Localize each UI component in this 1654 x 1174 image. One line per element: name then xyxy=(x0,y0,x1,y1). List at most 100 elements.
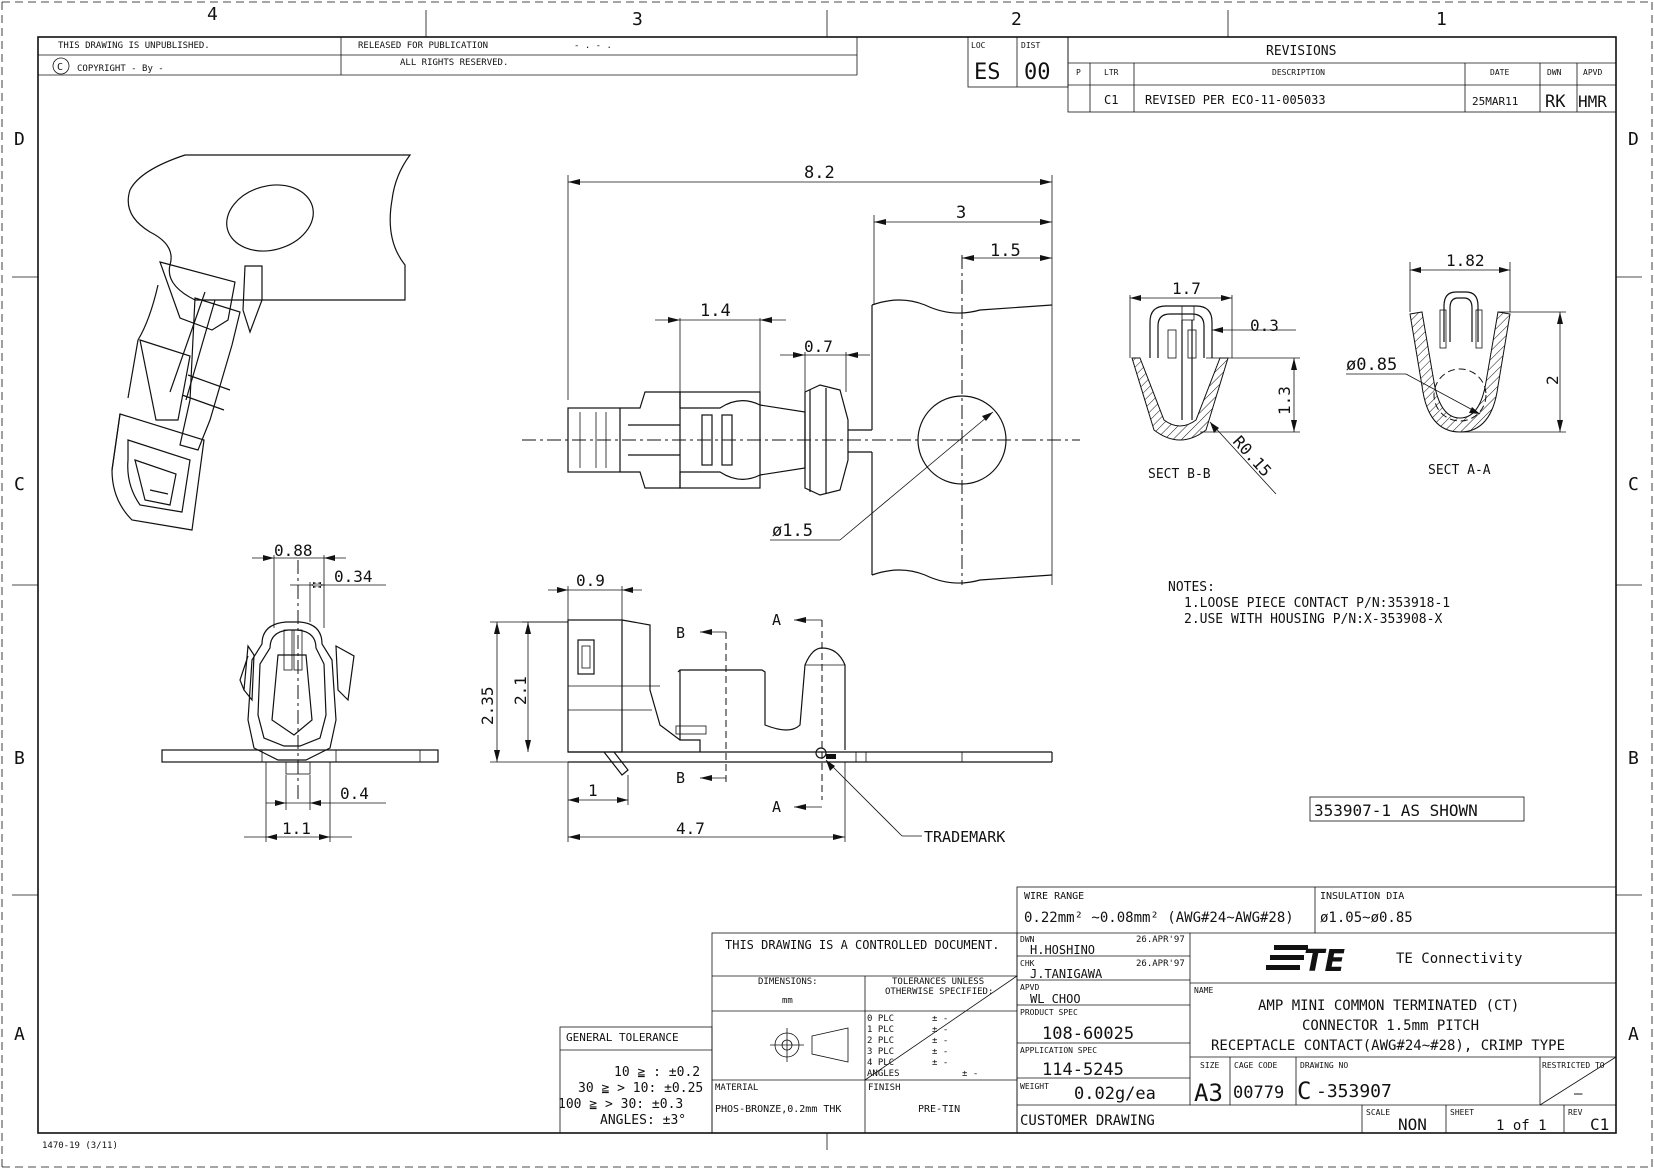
dim-1-3: 1.3 xyxy=(1275,386,1294,415)
insulation-label: INSULATION DIA xyxy=(1320,891,1404,902)
notes: NOTES: 1.LOOSE PIECE CONTACT P/N:353918-… xyxy=(1168,580,1450,627)
rev-header-apvd: APVD xyxy=(1583,68,1602,77)
released-text: RELEASED FOR PUBLICATION xyxy=(358,41,488,51)
plc-1: 1 PLC xyxy=(867,1025,894,1035)
copyright-symbol: C xyxy=(57,62,63,73)
zone-row-d-right: D xyxy=(1628,129,1639,150)
dim-1-4: 1.4 xyxy=(700,301,731,321)
rev-header-dwn: DWN xyxy=(1547,68,1562,77)
dim-r0-15: R0.15 xyxy=(1229,432,1275,481)
drawing-no: -353907 xyxy=(1316,1081,1392,1102)
dim-1-1: 1.1 xyxy=(282,819,311,838)
plc-3: 3 PLC xyxy=(867,1047,894,1057)
loc-label: LOC xyxy=(971,41,986,50)
apvd-label: APVD xyxy=(1020,983,1039,992)
section-a-a: 1.82 ø0.85 2 SECT A-A xyxy=(1346,251,1566,478)
rev-header-ltr: LTR xyxy=(1104,68,1119,77)
drawing-no-prefix: C xyxy=(1297,1077,1311,1105)
rev-header-date: DATE xyxy=(1490,68,1509,77)
restricted-value: — xyxy=(1574,1086,1583,1102)
application-spec: 114-5245 xyxy=(1042,1060,1124,1080)
loc-dist-block: LOC ES DIST 00 xyxy=(967,36,1069,88)
zone-row-c-left: C xyxy=(14,474,25,495)
plc-4: 4 PLC xyxy=(867,1058,894,1068)
cage-label: CAGE CODE xyxy=(1234,1061,1278,1070)
chk-label: CHK xyxy=(1020,959,1035,968)
rev-label: REV xyxy=(1568,1108,1583,1117)
tolerance-row-3: 100 ≧ > 30: ±0.3 xyxy=(558,1097,683,1112)
dim-2-35: 2.35 xyxy=(478,686,497,725)
dim-0-9: 0.9 xyxy=(576,571,605,590)
wire-range-value: 0.22mm² ~0.08mm² (AWG#24~AWG#28) xyxy=(1024,910,1294,926)
publication-header: THIS DRAWING IS UNPUBLISHED. RELEASED FO… xyxy=(38,37,858,76)
plc-1-pm: ± - xyxy=(932,1025,948,1035)
name-line-3: RECEPTACLE CONTACT(AWG#24~#28), CRIMP TY… xyxy=(1211,1038,1565,1054)
application-spec-label: APPLICATION SPEC xyxy=(1020,1046,1097,1055)
dwn-label: DWN xyxy=(1020,935,1035,944)
front-view: 0.88 0.34 0.4 1.1 xyxy=(161,541,439,842)
rights-text: ALL RIGHTS RESERVED. xyxy=(400,58,508,68)
plc-0-pm: ± - xyxy=(932,1014,948,1024)
as-shown-text: 353907-1 AS SHOWN xyxy=(1314,801,1478,820)
finish-label: FINISH xyxy=(868,1083,901,1093)
size-label: SIZE xyxy=(1200,1061,1219,1070)
angles-pm: ± - xyxy=(962,1069,978,1079)
rev-date: 25MAR11 xyxy=(1472,95,1518,108)
section-a-top: A xyxy=(772,611,781,629)
dim-1-82: 1.82 xyxy=(1446,251,1485,270)
section-a-bottom: A xyxy=(772,798,781,816)
dim-dia-0-85: ø0.85 xyxy=(1346,355,1397,375)
dim-1-5: 1.5 xyxy=(990,241,1021,261)
tolerance-row-4: ANGLES: ±3° xyxy=(600,1113,686,1128)
released-date: - . - . xyxy=(574,41,612,51)
size-value: A3 xyxy=(1194,1079,1223,1107)
plc-3-pm: ± - xyxy=(932,1047,948,1057)
dim-0-3: 0.3 xyxy=(1250,316,1279,335)
zone-col-3: 3 xyxy=(632,9,643,30)
product-spec: 108-60025 xyxy=(1042,1024,1134,1044)
dim-dia-1-5: ø1.5 xyxy=(772,521,813,541)
dist-value: 00 xyxy=(1024,60,1051,85)
rev-dwn: RK xyxy=(1545,92,1566,112)
material-label: MATERIAL xyxy=(715,1083,758,1093)
rev-header-description: DESCRIPTION xyxy=(1272,68,1325,77)
tolerances-label-2: OTHERWISE SPECIFIED: xyxy=(885,987,993,997)
finish-value: PRE-TIN xyxy=(918,1104,960,1115)
dim-0-88: 0.88 xyxy=(274,541,313,560)
insulation-value: ø1.05~ø0.85 xyxy=(1320,910,1413,926)
weight-label: WEIGHT xyxy=(1020,1082,1049,1091)
rev-description: REVISED PER ECO-11-005033 xyxy=(1145,93,1326,107)
rev-header-p: P xyxy=(1076,68,1081,77)
sect-b-b-label: SECT B-B xyxy=(1148,467,1211,482)
loc-value: ES xyxy=(974,60,1001,85)
te-logo-icon: TE xyxy=(1266,944,1345,979)
name-line-1: AMP MINI COMMON TERMINATED (CT) xyxy=(1258,998,1519,1014)
name-label: NAME xyxy=(1194,986,1213,995)
plc-4-pm: ± - xyxy=(932,1058,948,1068)
dwn-name: H.HOSHINO xyxy=(1030,943,1095,957)
cage-value: 00779 xyxy=(1233,1083,1284,1103)
te-logo-text: TE xyxy=(1304,944,1345,979)
angles-label: ANGLES xyxy=(867,1069,900,1079)
zone-row-b-right: B xyxy=(1628,748,1639,769)
restricted-label: RESTRICTED TO xyxy=(1542,1061,1605,1070)
controlled-doc-text: THIS DRAWING IS A CONTROLLED DOCUMENT. xyxy=(725,938,1000,952)
plc-2: 2 PLC xyxy=(867,1036,894,1046)
sect-a-a-label: SECT A-A xyxy=(1428,463,1491,478)
scale-label: SCALE xyxy=(1366,1108,1390,1117)
dim-0-7: 0.7 xyxy=(804,337,833,356)
top-view: 8.2 3 1.5 1.4 0.7 ø1.5 xyxy=(522,163,1080,585)
notes-title: NOTES: xyxy=(1168,580,1215,595)
side-view: B B A A 0.9 2.35 2.1 1 4.7 xyxy=(478,571,1053,846)
dim-1: 1 xyxy=(588,781,598,800)
zone-row-d-left: D xyxy=(14,129,25,150)
isometric-view xyxy=(111,154,412,531)
rev-value: C1 xyxy=(1590,1115,1609,1134)
weight-value: 0.02g/ea xyxy=(1074,1084,1156,1104)
copyright-circle xyxy=(52,57,70,75)
dim-2-1: 2.1 xyxy=(511,676,530,705)
drawing-no-label: DRAWING NO xyxy=(1300,1061,1348,1070)
rev-ltr: C1 xyxy=(1104,93,1118,107)
dim-2: 2 xyxy=(1543,375,1562,385)
plc-0: 0 PLC xyxy=(867,1014,894,1024)
